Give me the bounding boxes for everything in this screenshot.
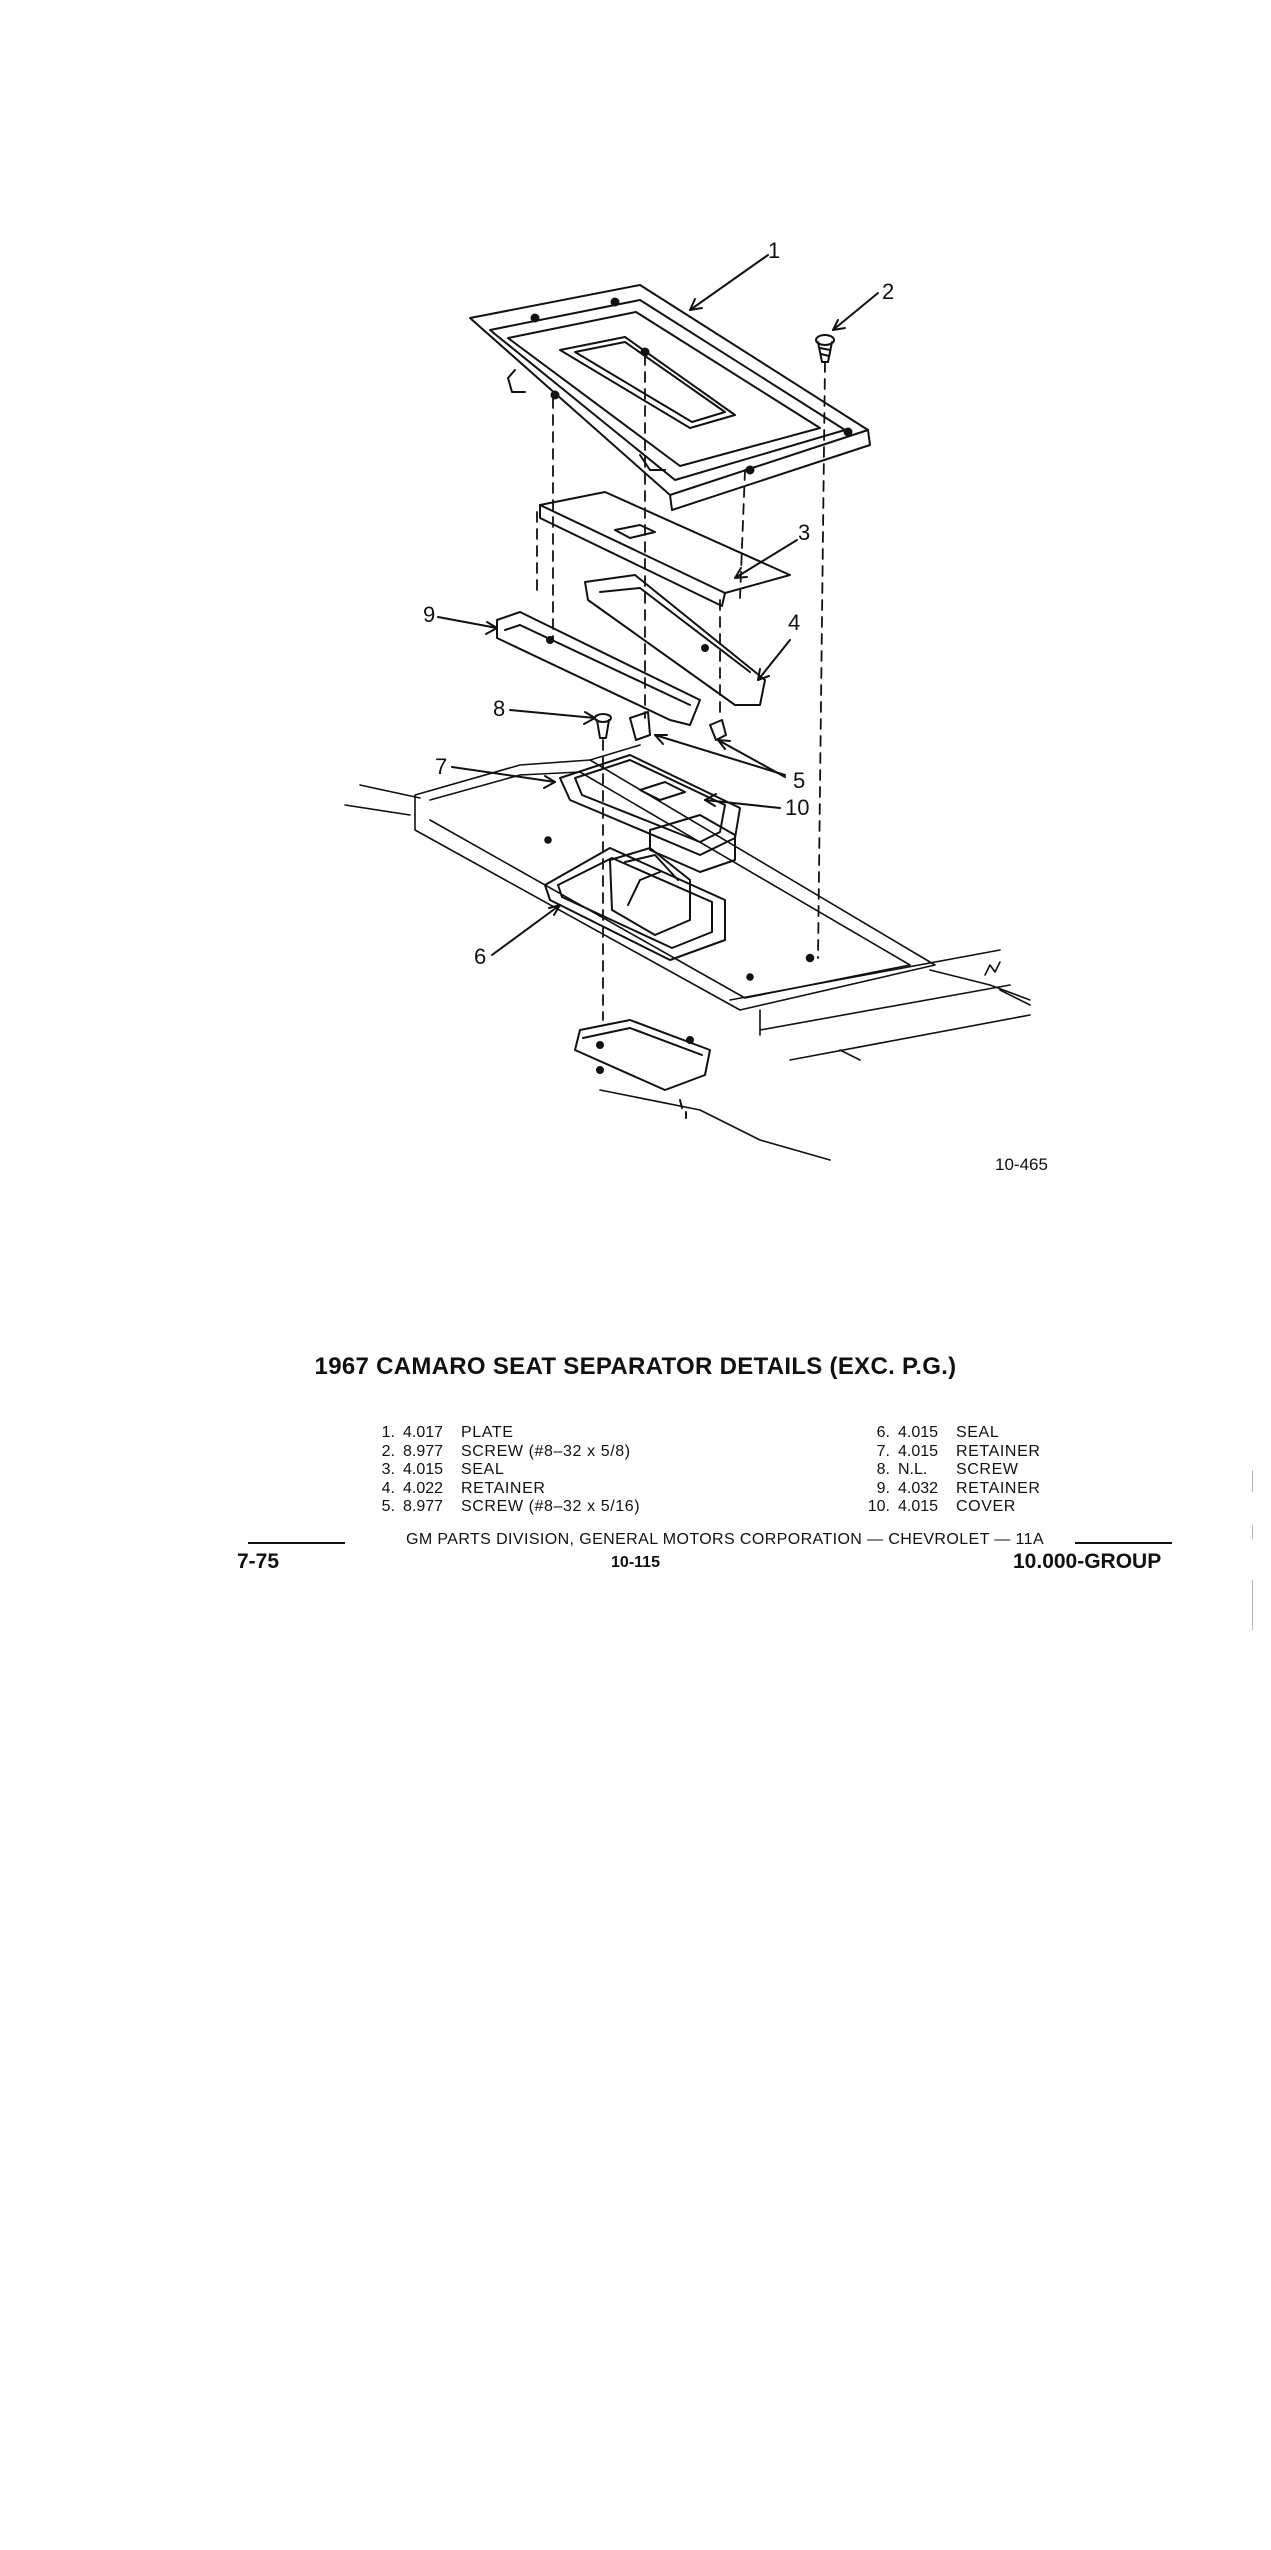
- callout-2: 2: [882, 279, 895, 304]
- figure-code: 10-465: [995, 1155, 1048, 1174]
- scan-edge-mark: [1252, 1580, 1253, 1630]
- assembly-lines: [536, 354, 826, 1021]
- footer-division: GM PARTS DIVISION, GENERAL MOTORS CORPOR…: [405, 1531, 1045, 1548]
- callout-5: 5: [793, 768, 806, 793]
- screw-part-2: [815, 334, 835, 363]
- leader-lines: [437, 254, 879, 956]
- scan-edge-mark: [1252, 1525, 1253, 1539]
- scan-edge-mark: [1252, 1470, 1253, 1492]
- bottom-cover: [574, 1019, 711, 1119]
- retainer-cover-part-7-10: [559, 754, 741, 873]
- floor-pan: [344, 744, 1031, 1161]
- callout-8: 8: [493, 696, 506, 721]
- retainer-part-9: [496, 611, 701, 726]
- seal-part-3: [539, 491, 791, 607]
- page-title: 1967 CAMARO SEAT SEPARATOR DETAILS (EXC.…: [314, 1353, 957, 1380]
- group-number: 10.000-GROUP: [1013, 1550, 1162, 1573]
- callout-4: 4: [788, 610, 801, 635]
- page-number-left: 7-75: [237, 1550, 280, 1573]
- seal-part-6: [544, 847, 726, 961]
- plate-part-1: [469, 284, 871, 511]
- callout-9: 9: [423, 602, 436, 627]
- footer-rule-right: [1075, 1542, 1172, 1544]
- callout-7: 7: [435, 754, 448, 779]
- callout-1: 1: [768, 238, 781, 263]
- page-number-center: 10-115: [611, 1554, 660, 1571]
- footer-rule-left: [248, 1542, 345, 1544]
- callout-10: 10: [785, 795, 810, 820]
- retainer-part-4: [584, 574, 766, 706]
- exploded-view-diagram: [344, 254, 1031, 1161]
- list-item: 8.N.L.SCREW: [876, 1461, 1019, 1479]
- callout-3: 3: [798, 520, 811, 545]
- callout-6: 6: [474, 944, 487, 969]
